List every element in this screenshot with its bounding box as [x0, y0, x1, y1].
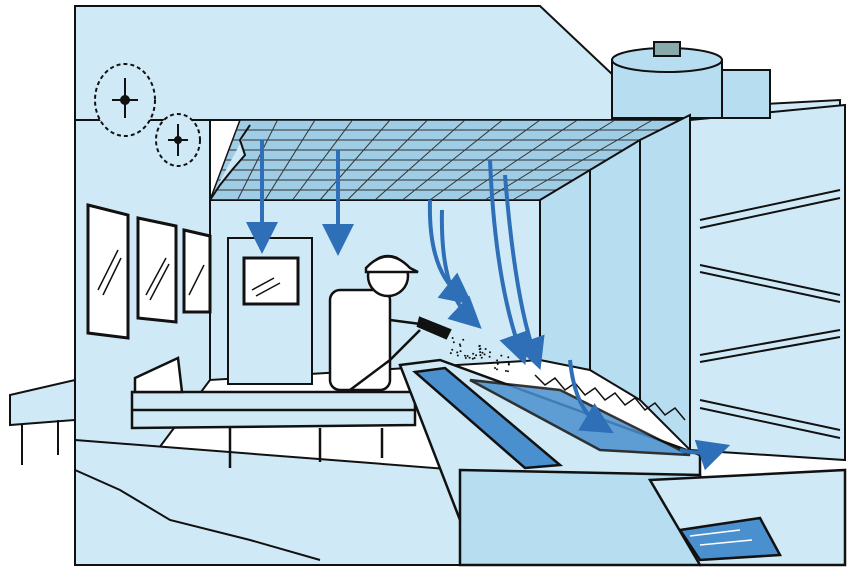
tank-box: [722, 70, 770, 118]
worker-body: [330, 290, 390, 390]
mist-dot: [507, 370, 509, 372]
mist-dot: [457, 355, 459, 357]
right-housing: [690, 105, 845, 460]
mist-dot: [479, 348, 481, 350]
mist-dot: [467, 355, 469, 357]
mist-dot: [452, 337, 454, 339]
mist-dot: [482, 352, 484, 354]
mist-dot: [453, 341, 455, 343]
tank-vent: [654, 42, 680, 56]
mist-dot: [485, 348, 487, 350]
mist-dot: [451, 349, 453, 351]
mist-dot: [456, 351, 458, 353]
mist-dot: [497, 363, 499, 365]
mist-dot: [484, 353, 486, 355]
mist-dot: [479, 354, 481, 356]
mist-dot: [489, 351, 491, 353]
panel: [540, 170, 590, 370]
mist-dot: [479, 345, 481, 347]
mist-dot: [462, 339, 464, 341]
mist-dot: [507, 356, 509, 358]
roof-tank: [612, 42, 770, 118]
mist-dot: [475, 354, 477, 356]
floor-area: [75, 440, 460, 565]
mist-dot: [505, 370, 507, 372]
mist-dot: [472, 358, 474, 360]
panel: [640, 115, 690, 450]
outside-conveyor: [10, 380, 75, 465]
mist-dot: [496, 359, 498, 361]
mist-dot: [479, 351, 481, 353]
mist-dot: [459, 343, 461, 345]
mist-dot: [450, 352, 452, 354]
mist-dot: [508, 364, 510, 366]
mist-dot: [460, 350, 462, 352]
door: [228, 238, 312, 384]
floor: [75, 440, 460, 565]
drain-tank: [460, 470, 845, 565]
mist-dot: [481, 357, 483, 359]
mist-dot: [496, 368, 498, 370]
mist-dot: [469, 357, 471, 359]
door-window: [244, 258, 298, 304]
window: [138, 218, 176, 322]
fan-icon: [95, 64, 155, 136]
fan-icon: [156, 114, 200, 166]
mist-dot: [465, 357, 467, 359]
mist-dot: [474, 357, 476, 359]
window: [184, 230, 210, 312]
left-upper-wall: [75, 6, 650, 120]
mist-dot: [464, 355, 466, 357]
mist-dot: [500, 355, 502, 357]
panel: [590, 140, 640, 400]
mist-dot: [489, 356, 491, 358]
mist-dot: [472, 353, 474, 355]
mist-dot: [494, 367, 496, 369]
window: [88, 205, 128, 338]
